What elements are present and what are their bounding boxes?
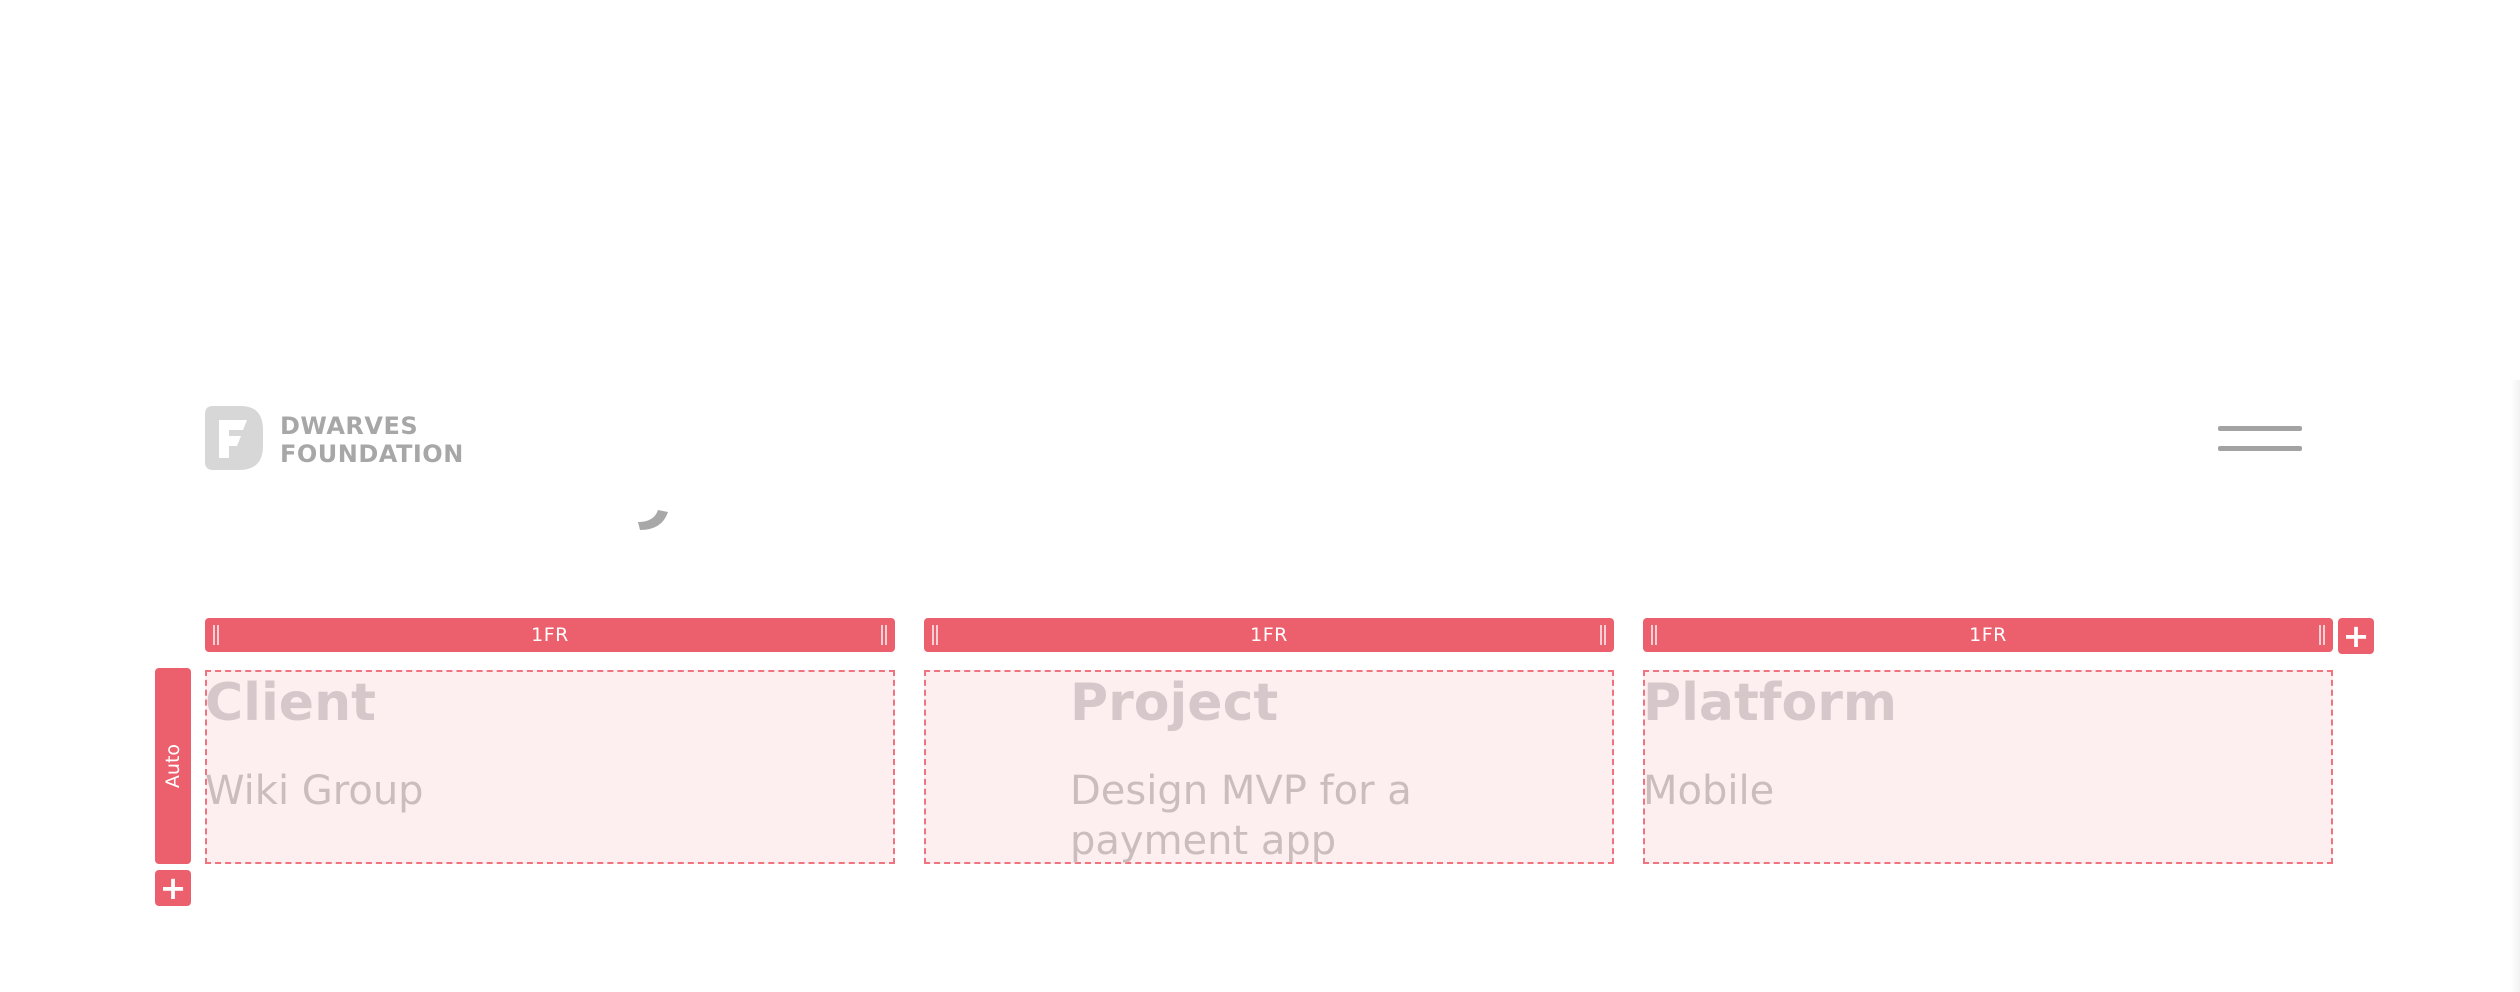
resize-handle-icon[interactable]: [881, 625, 887, 645]
resize-handle-icon[interactable]: [932, 625, 938, 645]
resize-handle-icon[interactable]: [213, 625, 219, 645]
plus-icon: +: [159, 869, 187, 907]
plus-icon: +: [2342, 617, 2370, 655]
grid-cell-3[interactable]: [1643, 670, 2333, 864]
resize-handle-icon[interactable]: [2319, 625, 2325, 645]
column-track-3-label: 1FR: [1969, 624, 2007, 646]
resize-handle-icon[interactable]: [1651, 625, 1657, 645]
column-track-2-label: 1FR: [1250, 624, 1288, 646]
hamburger-menu-icon[interactable]: [2218, 424, 2302, 454]
logo-wordmark[interactable]: DWARVES FOUNDATION: [280, 412, 464, 468]
logo-line-1: DWARVES: [280, 412, 419, 440]
project-value: Design MVP for a payment app: [1070, 766, 1412, 866]
platform-value: Mobile: [1643, 768, 1775, 814]
row-track-1-label: Auto: [162, 743, 184, 789]
grid-cell-2[interactable]: [924, 670, 1614, 864]
scroll-edge-shadow: [2510, 380, 2520, 992]
project-value-line-2: payment app: [1070, 818, 1337, 864]
row-track-1[interactable]: Auto: [155, 668, 191, 864]
client-value: Wiki Group: [205, 768, 424, 814]
column-track-3[interactable]: 1FR: [1643, 618, 2333, 652]
add-column-button[interactable]: +: [2338, 618, 2374, 654]
column-track-1-label: 1FR: [531, 624, 569, 646]
partial-glyph-fragment: [632, 500, 672, 530]
add-row-button[interactable]: +: [155, 870, 191, 906]
column-track-2[interactable]: 1FR: [924, 618, 1614, 652]
logo-line-2: FOUNDATION: [280, 440, 464, 468]
project-value-line-1: Design MVP for a: [1070, 768, 1412, 814]
dwarves-logo-icon[interactable]: [205, 406, 263, 470]
platform-heading: Platform: [1643, 673, 1898, 733]
project-heading: Project: [1070, 673, 1279, 733]
column-track-1[interactable]: 1FR: [205, 618, 895, 652]
client-heading: Client: [205, 673, 376, 733]
resize-handle-icon[interactable]: [1600, 625, 1606, 645]
grid-cell-1[interactable]: [205, 670, 895, 864]
